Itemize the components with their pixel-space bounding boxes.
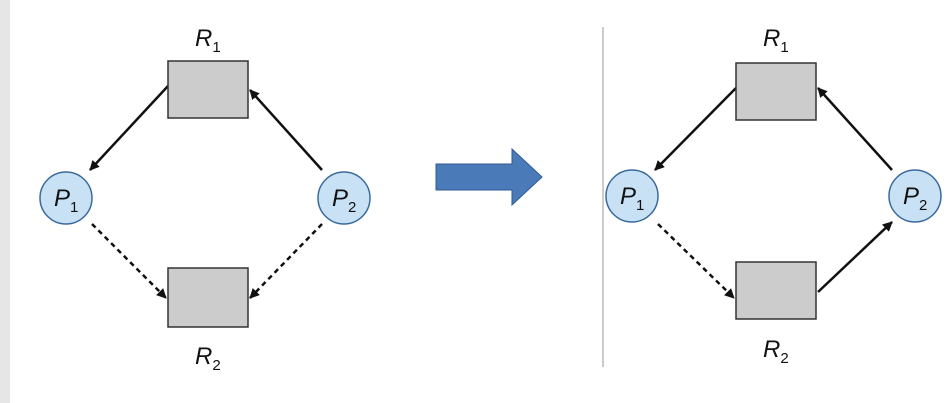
left-p1-label: P1: [54, 185, 78, 216]
right-edge-p1-to-r2-claim: [657, 223, 735, 299]
right-arrow-icon: [435, 147, 543, 207]
left-margin-strip: [0, 0, 10, 403]
left-edge-r1-to-p1: [89, 85, 169, 171]
right-edge-p2-to-r1: [817, 87, 893, 171]
right-resource-r1: [735, 62, 817, 121]
left-process-p2: [317, 171, 371, 225]
right-r1-label: R1: [763, 25, 789, 56]
left-resource-r1: [167, 60, 249, 119]
left-edge-p2-to-r2-claim: [249, 223, 323, 299]
right-process-p2: [888, 169, 942, 223]
left-p2-label: P2: [332, 185, 356, 216]
right-p2-label: P2: [903, 183, 927, 214]
left-r1-label: R1: [195, 25, 221, 56]
right-p1-label: P1: [620, 183, 644, 214]
right-edge-r2-to-p2: [817, 221, 893, 293]
left-r2-label: R2: [195, 343, 221, 374]
right-process-p1: [605, 169, 659, 223]
left-edge-p1-to-r2-claim: [91, 223, 167, 299]
left-edge-p2-to-r1: [249, 89, 323, 171]
right-graph: R1 R2 P1 P2: [605, 25, 942, 367]
left-graph: R1 R2 P1 P2: [39, 25, 371, 374]
left-resource-r2: [167, 267, 249, 328]
right-resource-r2: [735, 261, 817, 320]
right-r2-label: R2: [763, 336, 789, 367]
right-edge-r1-to-p1: [654, 87, 737, 171]
left-process-p1: [39, 171, 93, 225]
